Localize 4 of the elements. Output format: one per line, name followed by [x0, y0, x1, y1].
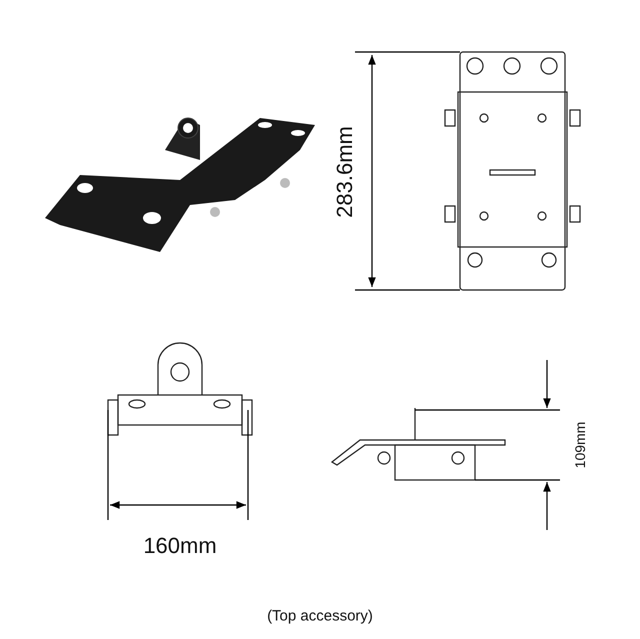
caption: (Top accessory) [267, 608, 373, 624]
dimension-label: 160mm [143, 533, 217, 559]
dimension-label: 109mm [572, 422, 588, 468]
dimension-label: 283.6mm [332, 126, 358, 218]
